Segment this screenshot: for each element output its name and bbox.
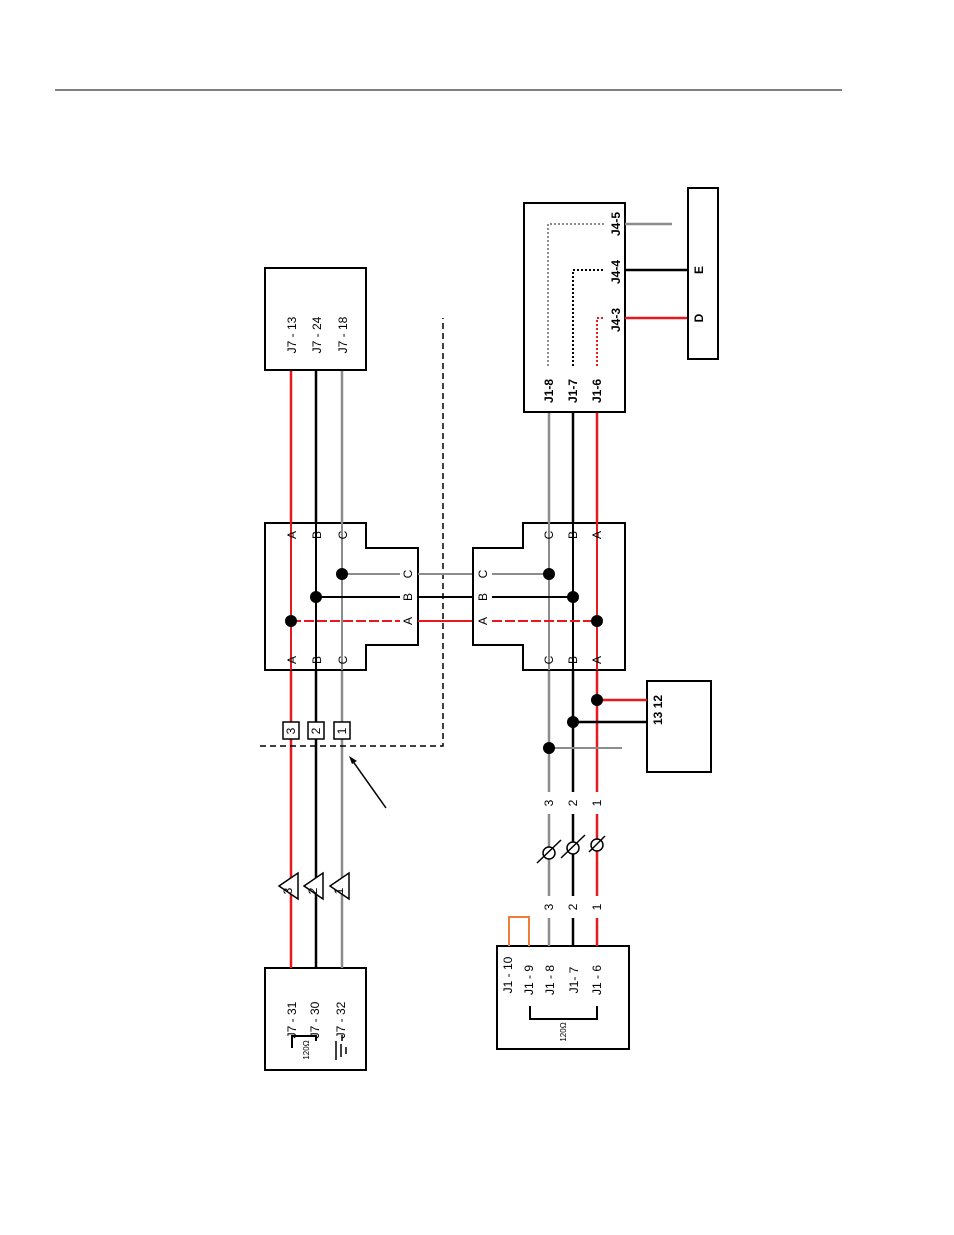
triangle-marker: 3 <box>279 873 298 899</box>
arrowhead-icon <box>349 756 357 764</box>
wire-number: 1 <box>590 903 604 910</box>
pin-label: J7 - 13 <box>285 316 299 353</box>
junction-dot <box>310 591 322 603</box>
pin-letter: C <box>336 655 350 664</box>
pin-letter: A <box>285 531 299 539</box>
junction-dot <box>543 568 555 580</box>
svg-text:1: 1 <box>335 727 349 734</box>
pin-letter: C <box>542 655 556 664</box>
pin-letter: B <box>566 656 580 664</box>
pin-letter: C <box>336 530 350 539</box>
junction-dot <box>336 568 348 580</box>
resistor-label: 120Ω <box>559 1022 568 1041</box>
junction-dot <box>567 716 579 728</box>
pin-letter: A <box>590 656 604 664</box>
pin-letter: B <box>476 593 490 601</box>
junction-dot <box>543 742 555 754</box>
pin-label: J7 - 31 <box>285 1001 299 1038</box>
pin-letter: B <box>566 531 580 539</box>
pin-label: J1 - 6 <box>590 965 604 995</box>
wire-number: 3 <box>542 903 556 910</box>
junction-dot <box>567 591 579 603</box>
wire-number: 2 <box>566 903 580 910</box>
pin-letter: C <box>542 530 556 539</box>
svg-text:1: 1 <box>332 887 346 894</box>
wire-number: 3 <box>542 799 556 806</box>
pin-label: J4-5 <box>609 212 623 236</box>
pin-label: J7 - 30 <box>308 1001 322 1038</box>
pin-label: J7 - 18 <box>336 316 350 353</box>
pin-label: J4-3 <box>609 308 623 332</box>
splice-icon <box>589 836 605 852</box>
pin-label: J1-7 <box>566 379 580 403</box>
svg-text:3: 3 <box>284 727 298 734</box>
pin-label: J1-8 <box>542 379 556 403</box>
pin-letter: A <box>285 656 299 664</box>
triangle-marker: 2 <box>304 873 323 899</box>
pin-letter: C <box>476 569 490 578</box>
wire-number: 2 <box>566 799 580 806</box>
pin-label: J1 - 10 <box>501 956 515 993</box>
pin-label: J1 - 8 <box>543 965 557 995</box>
pin-letter: B <box>401 593 415 601</box>
junction-dot <box>591 615 603 627</box>
pointer-arrow <box>352 760 386 808</box>
pin-letter: A <box>401 617 415 625</box>
svg-text:3: 3 <box>281 887 295 894</box>
pin-letter: A <box>590 531 604 539</box>
junction-dot <box>285 615 297 627</box>
svg-text:2: 2 <box>309 727 323 734</box>
junction-dot <box>591 694 603 706</box>
resistor-label: 120Ω <box>302 1040 311 1059</box>
pin-letter: B <box>310 656 324 664</box>
pin-letter: B <box>310 531 324 539</box>
pin-label: D <box>692 313 706 322</box>
pin-label: E <box>692 266 706 274</box>
pin-label: 13 12 <box>651 695 665 725</box>
side-box <box>647 681 711 772</box>
pin-label: J1-6 <box>590 379 604 403</box>
pin-label: J7 - 24 <box>310 316 324 353</box>
pin-letter: A <box>476 617 490 625</box>
pin-letter: C <box>401 569 415 578</box>
triangle-marker: 1 <box>330 873 349 899</box>
svg-text:2: 2 <box>306 887 320 894</box>
pin-label: J1 - 9 <box>522 965 536 995</box>
pin-label: J7 - 32 <box>334 1001 348 1038</box>
wire-number: 1 <box>590 799 604 806</box>
pin-label: J4-4 <box>609 260 623 284</box>
pin-label: J1- 7 <box>567 966 581 993</box>
orange-jumper <box>509 917 529 946</box>
